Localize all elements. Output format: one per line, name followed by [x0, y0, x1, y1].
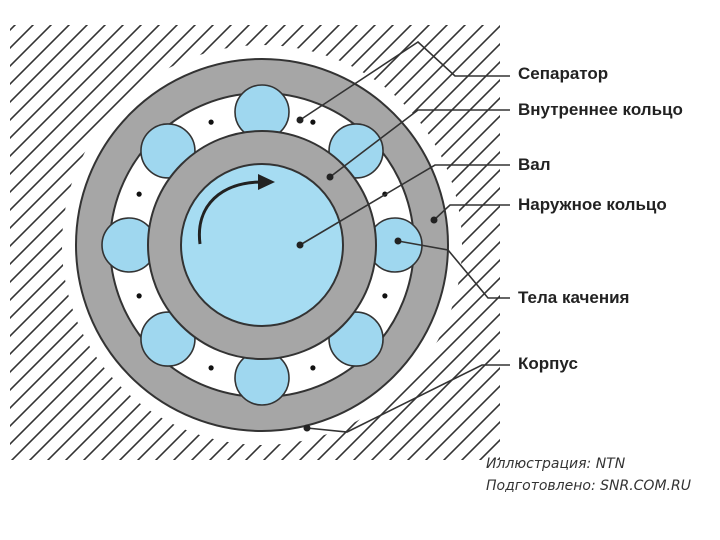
separator-rivet	[310, 119, 316, 125]
hatch-line	[10, 25, 161, 176]
label-separator: Сепаратор	[518, 64, 609, 83]
leader-dot-outer-ring	[430, 216, 438, 224]
hatch-line	[616, 0, 720, 540]
hatch-line	[388, 348, 500, 460]
hatch-line	[370, 330, 500, 460]
hatch-line	[10, 25, 197, 212]
label-outer-ring: Наружное кольцо	[518, 195, 667, 214]
leader-dot-inner-ring	[326, 173, 334, 181]
hatch-line	[406, 366, 500, 460]
hatch-line	[478, 438, 500, 460]
hatch-line	[352, 312, 500, 460]
leader-dot-rolling-elements	[394, 237, 402, 245]
separator-rivet	[310, 365, 316, 371]
hatch-line	[10, 25, 125, 140]
hatch-line	[10, 25, 179, 194]
leader-inner-ring	[329, 109, 510, 178]
shaft	[180, 163, 344, 327]
label-rolling-elements: Тела качения	[518, 288, 630, 307]
rotation-arrow-icon	[197, 180, 263, 245]
hatch-line	[298, 258, 500, 460]
leader-dot-shaft	[296, 241, 304, 249]
separator-rivet	[208, 119, 214, 125]
label-shaft: Вал	[518, 155, 551, 174]
hatch-line	[10, 25, 143, 158]
credit-prepared: Подготовлено: SNR.COM.RU	[486, 478, 691, 494]
separator-dots	[136, 119, 388, 371]
hatch-line	[10, 25, 89, 104]
separator-rivet	[136, 293, 142, 299]
leader-dot-separator	[296, 116, 304, 124]
label-housing: Корпус	[518, 354, 578, 373]
hatch-line	[280, 240, 500, 460]
separator-rivet	[382, 293, 388, 299]
rolling-elements	[101, 84, 423, 406]
hatch-line	[670, 0, 720, 540]
hatch-line	[424, 384, 500, 460]
separator-rivet	[136, 191, 142, 197]
hatch-line	[334, 294, 500, 460]
hatch-line	[460, 420, 500, 460]
separator-rivet	[208, 365, 214, 371]
hatch-line	[706, 0, 720, 540]
rotation-arrowhead-icon	[258, 174, 275, 190]
hatch-line	[442, 402, 500, 460]
hatch-line	[652, 0, 720, 540]
hatch-line	[688, 0, 720, 540]
leader-housing	[306, 364, 510, 433]
leader-rolling-elements	[397, 240, 510, 299]
hatch-line	[316, 276, 500, 460]
leader-dot-housing	[303, 424, 311, 432]
hatch-line	[10, 25, 17, 32]
hatch-line	[10, 25, 107, 122]
leader-shaft	[299, 164, 510, 246]
label-inner-ring: Внутреннее кольцо	[518, 100, 683, 119]
hatch-line	[634, 0, 720, 540]
credit-illustration: Иллюстрация: NTN	[486, 456, 626, 472]
leader-outer-ring	[433, 204, 510, 221]
leader-separator	[299, 40, 510, 121]
